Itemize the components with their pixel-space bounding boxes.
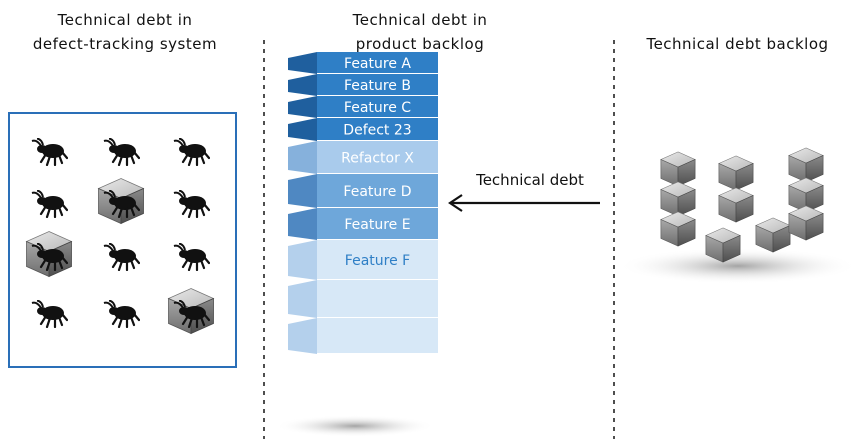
- technical-debt-cubes: [660, 147, 824, 263]
- backlog-item: [317, 174, 438, 207]
- backlog-item-side: [288, 52, 317, 74]
- technical-debt-backlog-title: Technical debt backlog: [625, 32, 850, 56]
- cube-icon: [788, 147, 824, 183]
- backlog-item: [317, 74, 438, 95]
- backlog-item-side: [288, 240, 317, 280]
- backlog-item: [317, 118, 438, 140]
- backlog-item-label: Feature C: [344, 100, 411, 116]
- product-backlog-stack: Feature A Feature B Feature C Defect 23 Refa…: [288, 52, 438, 354]
- backlog-item-side: [288, 318, 317, 354]
- cube-icon: [705, 227, 741, 263]
- defect-tracking-title-line1: Technical debt in: [57, 11, 193, 29]
- defect-tracking-title: Technical debt in defect-tracking system: [0, 8, 250, 56]
- backlog-item-label: Feature D: [343, 184, 411, 200]
- backlog-item-label: Feature F: [345, 253, 410, 269]
- backlog-item-side: [288, 174, 317, 208]
- cube-icon: [755, 217, 791, 253]
- backlog-shadow: [275, 415, 435, 437]
- backlog-item-side: [288, 118, 317, 141]
- backlog-item-label: Refactor X: [341, 151, 414, 167]
- backlog-item: [317, 96, 438, 117]
- backlog-item-side: [288, 280, 317, 318]
- cube-icon: [660, 151, 696, 187]
- backlog-item-side: [288, 141, 317, 174]
- technical-debt-arrow-label: Technical debt: [475, 171, 584, 189]
- technical-debt-backlog-title-text: Technical debt backlog: [646, 35, 829, 53]
- backlog-item-label: Feature B: [344, 78, 411, 94]
- backlog-item: [317, 208, 438, 239]
- product-backlog-title: Technical debt in product backlog: [320, 8, 520, 56]
- backlog-item-label: Feature E: [344, 217, 410, 233]
- backlog-item: [317, 280, 438, 317]
- backlog-item-label: Defect 23: [343, 123, 411, 139]
- cube-icon: [788, 205, 824, 241]
- backlog-item-side: [288, 74, 317, 96]
- backlog-item-side: [288, 208, 317, 240]
- product-backlog-title-line2: product backlog: [355, 35, 485, 53]
- backlog-item-side: [288, 96, 317, 118]
- defect-tracking-title-line2: defect-tracking system: [32, 35, 218, 53]
- cube-icon: [660, 211, 696, 247]
- backlog-item: [317, 240, 438, 279]
- backlog-item-label: Feature A: [344, 56, 411, 72]
- backlog-item: [317, 52, 438, 73]
- backlog-item: [317, 318, 438, 353]
- product-backlog-title-line1: Technical debt in: [352, 11, 488, 29]
- technical-debt-arrow-head: [448, 194, 463, 212]
- cube-icon: [718, 155, 754, 191]
- cube-icon: [660, 181, 696, 217]
- cube-icon: [718, 187, 754, 223]
- backlog-item: [317, 141, 438, 173]
- cubes-shadow: [618, 248, 855, 284]
